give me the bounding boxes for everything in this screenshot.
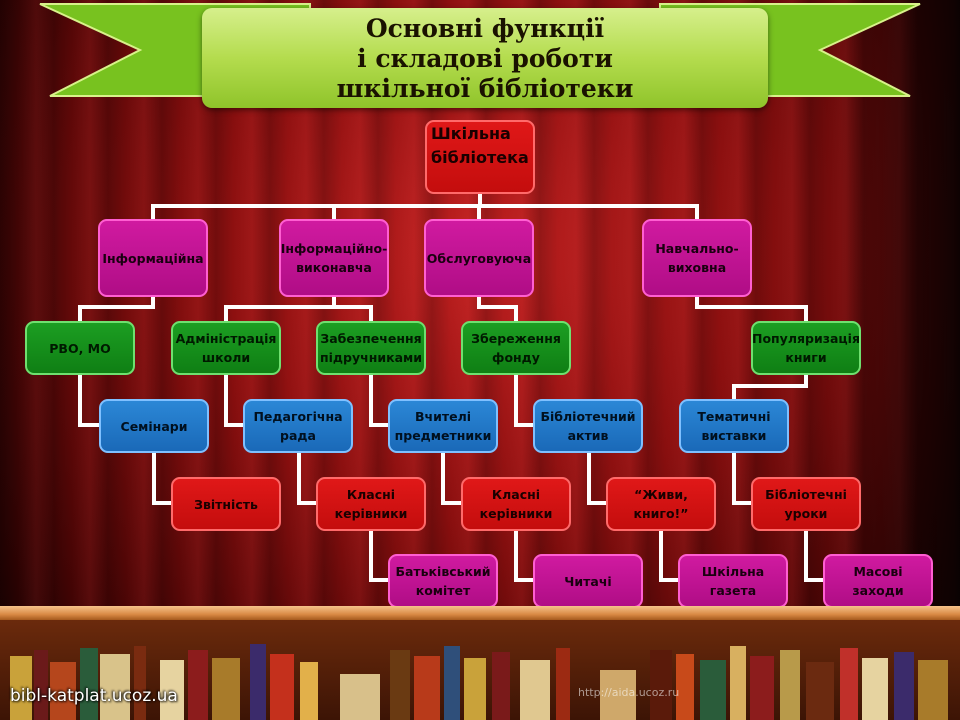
node-parents-committee: Батьківський комітет xyxy=(388,554,498,608)
node-subject-teachers: Вчителі предметники xyxy=(388,399,498,453)
node-function-info-executive: Інформаційно- виконавча xyxy=(279,219,389,297)
title-banner: Основні функції і складові роботи шкільн… xyxy=(202,8,768,108)
node-library-activists: Бібліотечний актив xyxy=(533,399,643,453)
node-book-popularization: Популяризація книги xyxy=(751,321,861,375)
node-mass-events: Масові заходи xyxy=(823,554,933,608)
node-reporting: Звітність xyxy=(171,477,281,531)
node-root-school-library: Шкільна бібліотека xyxy=(425,120,535,194)
node-class-teachers-b: Класні керівники xyxy=(461,477,571,531)
node-fund-preservation: Збереження фонду xyxy=(461,321,571,375)
node-pedagogical-council: Педагогічна рада xyxy=(243,399,353,453)
node-school-administration: Адміністрація школи xyxy=(171,321,281,375)
node-function-educational: Навчально- виховна xyxy=(642,219,752,297)
node-seminars: Семінари xyxy=(99,399,209,453)
node-textbook-supply: Забезпечення підручниками xyxy=(316,321,426,375)
node-function-information: Інформаційна xyxy=(98,219,208,297)
node-class-teachers-a: Класні керівники xyxy=(316,477,426,531)
image-watermark: http://aida.ucoz.ru xyxy=(578,686,680,699)
node-thematic-exhibitions: Тематичні виставки xyxy=(679,399,789,453)
node-live-book: “Живи, книго!” xyxy=(606,477,716,531)
page-title: Основні функції і складові роботи шкільн… xyxy=(336,14,634,103)
shelf-edge xyxy=(0,606,960,620)
bookshelf-illustration xyxy=(0,620,960,720)
node-function-service: Обслуговуюча xyxy=(424,219,534,297)
node-school-newspaper: Шкільна газета xyxy=(678,554,788,608)
node-rvo-mo: РВО, МО xyxy=(25,321,135,375)
node-readers: Читачі xyxy=(533,554,643,608)
connector-lines xyxy=(0,0,960,620)
node-library-lessons: Бібліотечні уроки xyxy=(751,477,861,531)
site-watermark: bibl-katplat.ucoz.ua xyxy=(10,686,178,706)
